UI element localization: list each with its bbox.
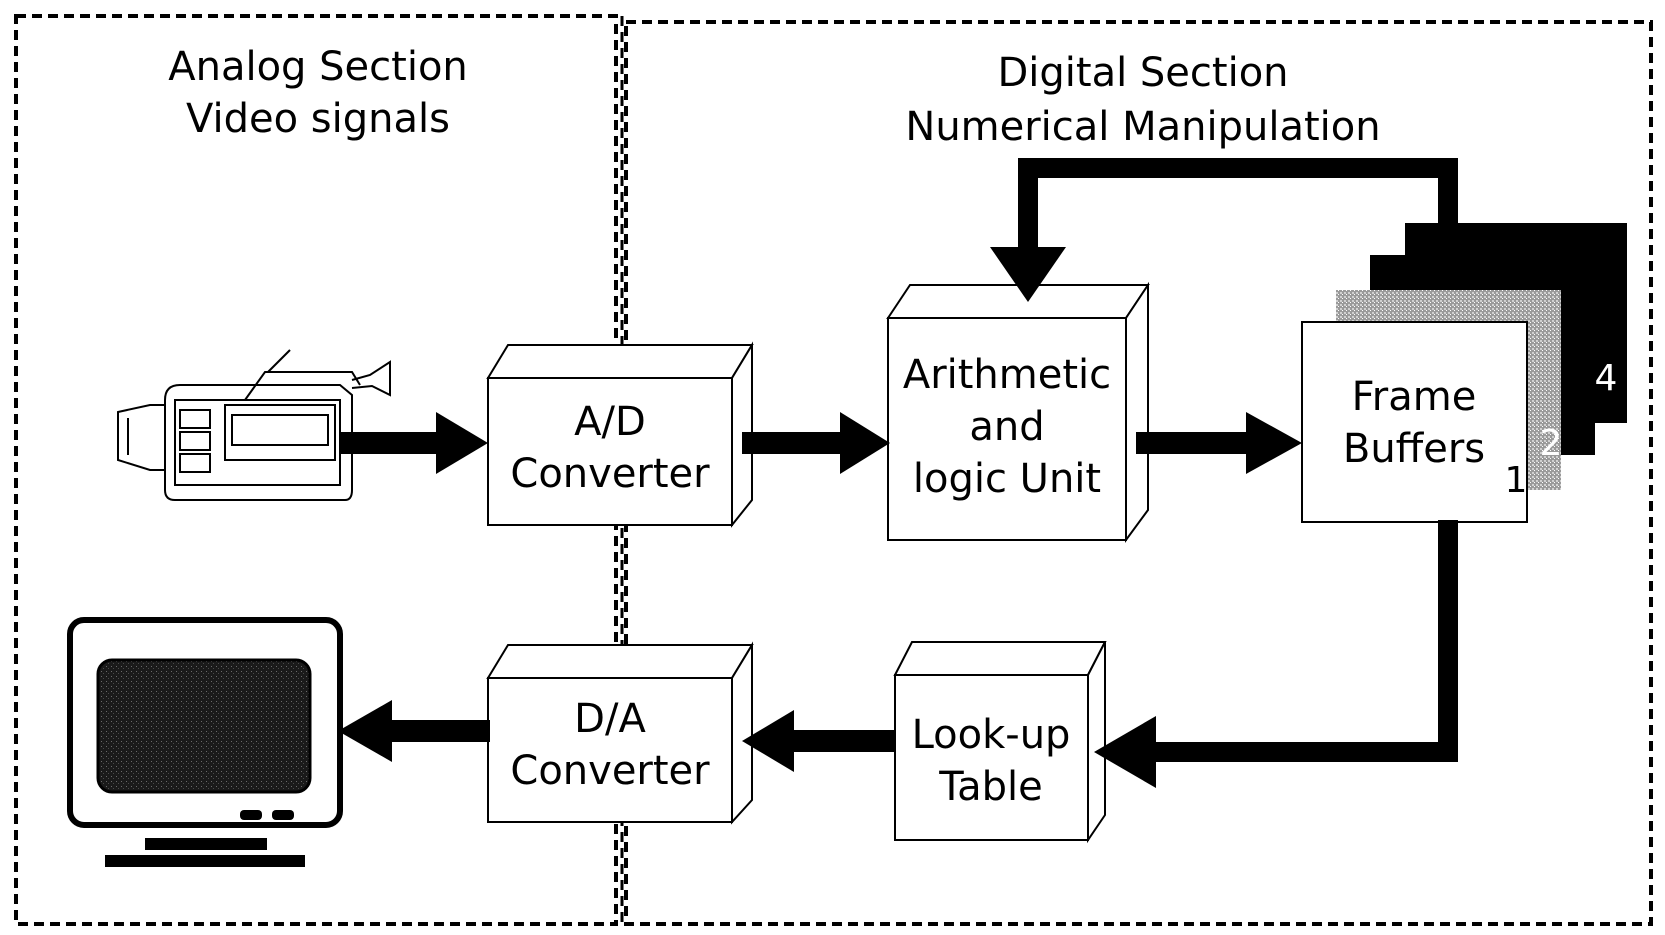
lookup-table-line1: Look-up (912, 712, 1071, 758)
lookup-table-line2: Table (938, 764, 1042, 810)
arrow-da-to-monitor (338, 700, 490, 762)
analog-section-subtitle: Video signals (186, 96, 450, 142)
buffer-number-1: 1 (1505, 460, 1528, 501)
ad-converter-line1: A/D (574, 399, 646, 445)
arrow-frame-buffers-to-lookup-table (1094, 520, 1458, 788)
frame-buffers-line1: Frame (1352, 374, 1477, 420)
arrow-ad-to-alu (742, 412, 890, 474)
arrow-frame-buffers-to-alu (990, 158, 1458, 302)
analog-section-title: Analog Section (168, 44, 468, 90)
alu-box: Arithmetic and logic Unit (886, 281, 1150, 544)
video-camera-icon (117, 349, 391, 501)
alu-line1: Arithmetic (903, 352, 1111, 398)
lookup-table-box: Look-up Table (893, 641, 1107, 844)
arrow-lookup-table-to-da (742, 710, 896, 772)
monitor-icon (67, 617, 343, 867)
da-converter-box: D/A Converter (486, 641, 754, 825)
da-converter-line1: D/A (574, 696, 646, 742)
alu-line3: logic Unit (913, 456, 1101, 502)
ad-converter-line2: Converter (510, 451, 710, 497)
buffer-number-4: 4 (1595, 358, 1618, 399)
ad-converter-box: A/D Converter (486, 341, 754, 528)
da-converter-line2: Converter (510, 748, 710, 794)
frame-buffers-line2: Buffers (1343, 426, 1485, 472)
frame-buffers-stack: 4 2 1 Frame Buffers (1301, 223, 1627, 523)
buffer-number-2: 2 (1540, 423, 1563, 464)
analog-section-border (14, 14, 618, 926)
digital-section-title: Digital Section (997, 50, 1288, 96)
digital-section-subtitle: Numerical Manipulation (905, 104, 1380, 150)
arrow-alu-to-frame-buffers (1136, 412, 1302, 474)
alu-line2: and (969, 404, 1044, 450)
arrow-camera-to-ad (340, 412, 488, 474)
